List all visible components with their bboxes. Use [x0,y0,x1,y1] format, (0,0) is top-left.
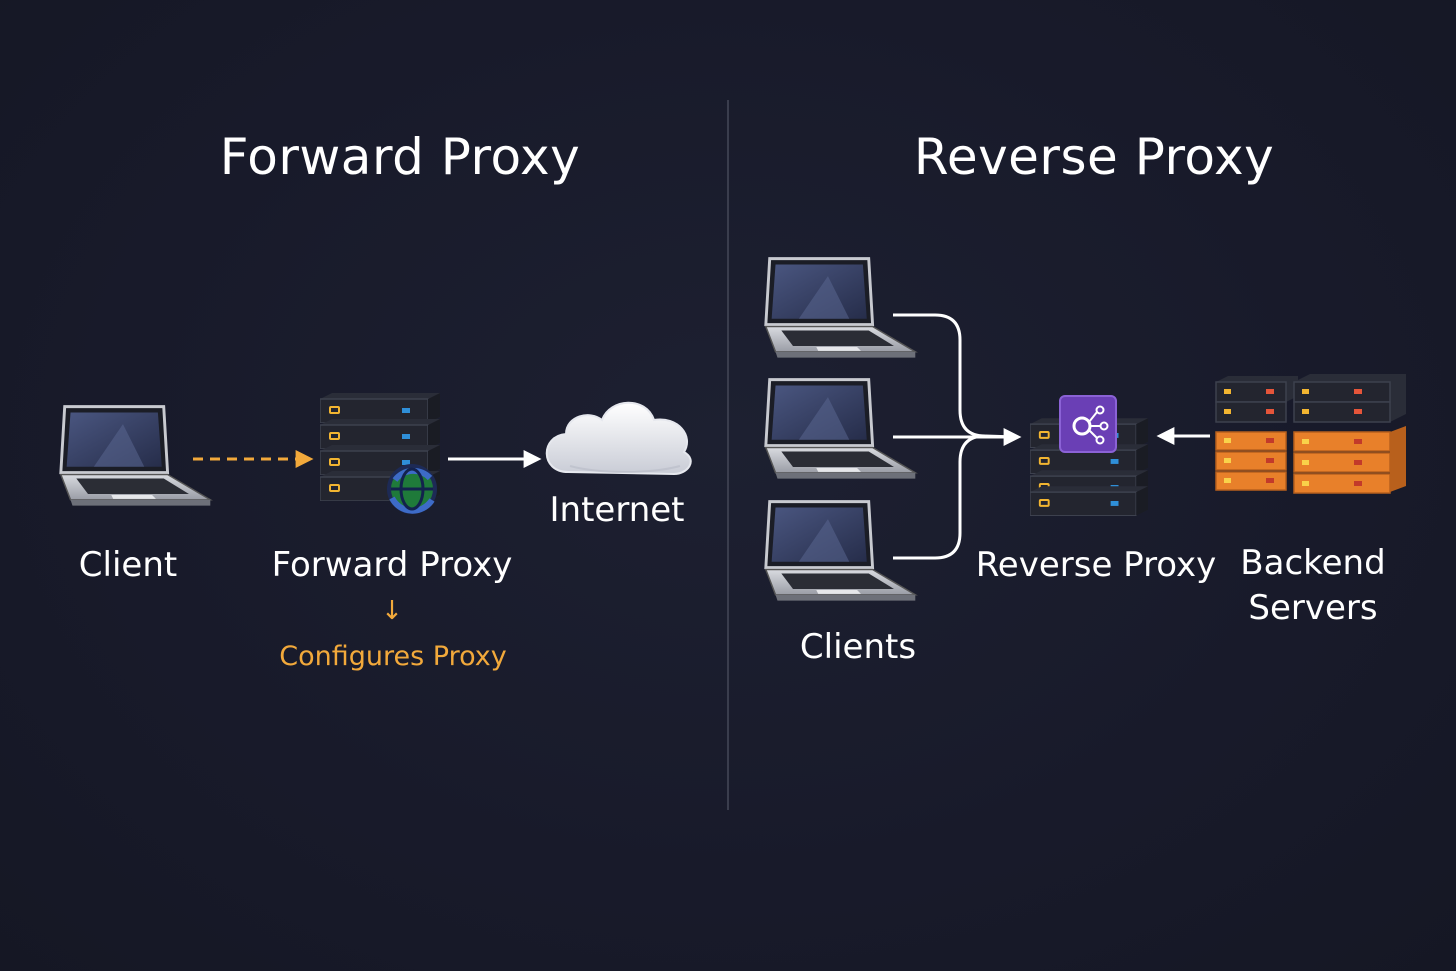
reverse-proxy-title: Reverse Proxy [913,128,1275,186]
configures-proxy-note: Configures Proxy [279,641,507,672]
clients-label: Clients [799,627,917,667]
backend-label-line1: Backend [1240,543,1386,583]
reverse-proxy-label: Reverse Proxy [975,545,1217,585]
client-label: Client [78,545,178,585]
down-arrow-icon: ↓ [381,596,403,626]
clients-to-proxy-arrows [893,313,1022,560]
internet-cloud-icon [545,401,692,476]
client-laptop-icon [59,405,212,508]
network-hub-icon [1059,395,1117,453]
client-laptop-icon-3 [764,500,917,603]
forward-proxy-label: Forward Proxy [271,545,513,585]
backend-label-line2: Servers [1248,588,1378,628]
client-laptop-icon-2 [764,378,917,481]
internet-label: Internet [549,490,685,530]
globe-icon [387,464,437,514]
backend-servers-icon [1215,374,1406,494]
client-laptop-icon-1 [764,257,917,360]
forward-proxy-title: Forward Proxy [219,128,581,186]
